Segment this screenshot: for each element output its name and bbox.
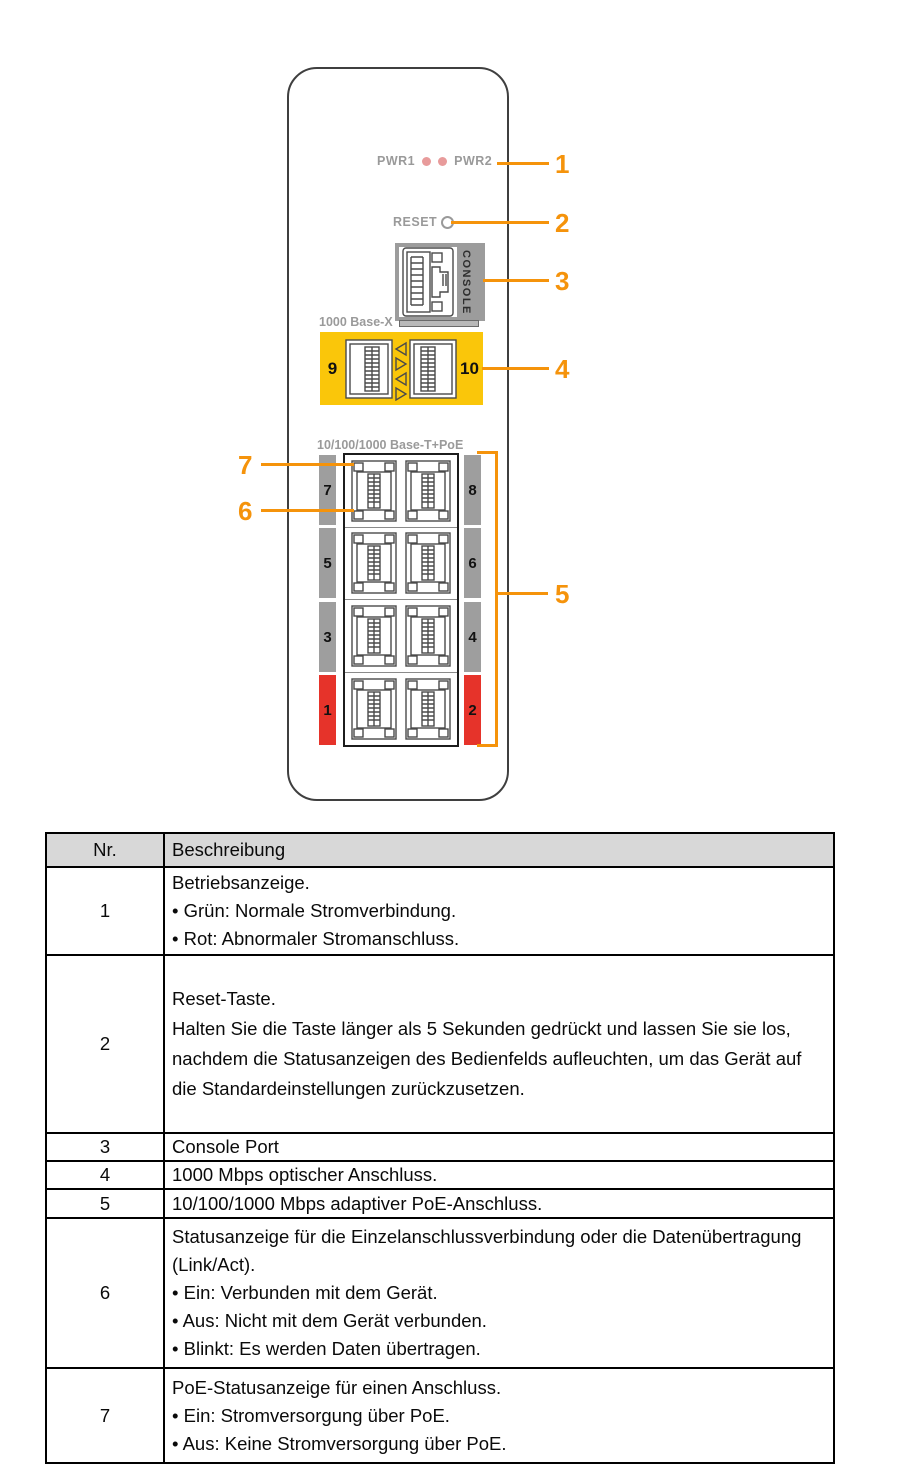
callout-line-6 [261, 509, 354, 512]
row-description: PoE-Statusanzeige für einen Anschluss. •… [163, 1367, 835, 1464]
row-number: 2 [45, 954, 165, 1134]
row-number: 7 [45, 1367, 165, 1464]
port-number-tab: 1 [319, 675, 336, 745]
rj45-port-icon [405, 678, 451, 740]
callout-bracket-5-side [495, 451, 498, 747]
reset-row: RESET [393, 215, 455, 229]
row-number: 4 [45, 1160, 165, 1190]
table-row: 7 PoE-Statusanzeige für einen Anschluss.… [45, 1367, 835, 1464]
desc-line: PoE-Statusanzeige für einen Anschluss. [172, 1376, 502, 1398]
rj45-port-icon [351, 678, 397, 740]
callout-line-3 [483, 279, 549, 282]
row-description: Statusanzeige für die Einzelanschlussver… [163, 1217, 835, 1369]
pwr1-led-icon [422, 156, 432, 166]
port-row [345, 673, 457, 746]
rj45-port-icon [405, 532, 451, 594]
port-number-tab: 5 [319, 528, 336, 598]
callout-number-1: 1 [555, 149, 570, 179]
sfp-cage-top-edge [399, 320, 479, 327]
pwr2-label: PWR2 [454, 154, 493, 168]
console-label: CONSOLE [460, 249, 472, 315]
callout-number-7: 7 [238, 450, 253, 480]
pwr1-label: PWR1 [377, 154, 416, 168]
desc-line: Console Port [172, 1136, 279, 1157]
rj45-port-icon [351, 460, 397, 522]
poe-section-label: 10/100/1000 Base-T+PoE [317, 438, 464, 452]
rj45-port-icon [351, 605, 397, 667]
port-row [345, 528, 457, 600]
power-led-row: PWR1 PWR2 [377, 154, 492, 168]
table-row: 4 1000 Mbps optischer Anschluss. [45, 1160, 835, 1190]
rj45-port-icon [405, 605, 451, 667]
port-number-tab: 2 [464, 675, 481, 745]
desc-line: • Ein: Stromversorgung über PoE. [172, 1404, 450, 1426]
callout-number-3: 3 [555, 266, 570, 296]
row-description: 1000 Mbps optischer Anschluss. [163, 1160, 835, 1190]
callout-number-4: 4 [555, 354, 570, 384]
desc-line: 1000 Mbps optischer Anschluss. [172, 1164, 438, 1185]
port-row [345, 600, 457, 673]
callout-line-1 [497, 162, 549, 165]
callout-bracket-5-bottom [477, 744, 498, 747]
table-row: 6 Statusanzeige für die Einzelanschlussv… [45, 1217, 835, 1369]
switch-front-panel: PWR1 PWR2 RESET CONSOLE 1000 Base-X 9 10… [287, 67, 509, 801]
desc-line: • Aus: Nicht mit dem Gerät verbunden. [172, 1310, 487, 1331]
table-header-row: Nr. Beschreibung [45, 832, 835, 868]
header-nr: Nr. [45, 832, 165, 868]
callout-line-2 [451, 221, 549, 224]
callout-line-4 [482, 367, 549, 370]
row-number: 5 [45, 1188, 165, 1219]
port-number-tab: 7 [319, 455, 336, 525]
desc-line: 10/100/1000 Mbps adaptiver PoE-Anschluss… [172, 1192, 543, 1214]
console-port: CONSOLE [395, 243, 485, 321]
port-number-tab: 8 [464, 455, 481, 525]
desc-line: Halten Sie die Taste länger als 5 Sekund… [172, 1018, 802, 1099]
port-number-tab: 3 [319, 602, 336, 672]
table-row: 2 Reset-Taste. Halten Sie die Taste läng… [45, 954, 835, 1134]
reset-label: RESET [393, 215, 438, 229]
rj45-port-icon [351, 532, 397, 594]
callout-bracket-5-top [477, 451, 498, 454]
description-table: Nr. Beschreibung 1 Betriebsanzeige. • Gr… [45, 832, 835, 1464]
sfp-port-number: 10 [460, 358, 479, 378]
sfp-cages-icon [345, 337, 457, 401]
callout-number-2: 2 [555, 208, 570, 238]
desc-line: • Blinkt: Es werden Daten übertragen. [172, 1338, 481, 1359]
callout-line-7 [261, 463, 354, 466]
port-number-tab: 4 [464, 602, 481, 672]
table-row: 3 Console Port [45, 1132, 835, 1162]
port-row [345, 455, 457, 528]
row-number: 3 [45, 1132, 165, 1162]
sfp-section-label: 1000 Base-X [319, 315, 393, 329]
desc-line: • Grün: Normale Stromverbindung. [172, 900, 457, 921]
pwr2-led-icon [438, 156, 448, 166]
row-description: Betriebsanzeige. • Grün: Normale Stromve… [163, 866, 835, 956]
row-number: 6 [45, 1217, 165, 1369]
callout-line-5 [498, 592, 548, 595]
desc-line: • Rot: Abnormaler Stromanschluss. [172, 928, 460, 949]
rj45-port-icon [405, 460, 451, 522]
poe-port-block [343, 453, 459, 747]
desc-line: • Aus: Keine Stromversorgung über PoE. [172, 1432, 507, 1454]
desc-line: Reset-Taste. [172, 988, 276, 1009]
callout-number-5: 5 [555, 579, 570, 609]
desc-line: Betriebsanzeige. [172, 872, 310, 893]
row-description: Console Port [163, 1132, 835, 1162]
row-number: 1 [45, 866, 165, 956]
callout-number-6: 6 [238, 496, 253, 526]
sfp-port-group: 9 10 [320, 332, 483, 405]
table-row: 5 10/100/1000 Mbps adaptiver PoE-Anschlu… [45, 1188, 835, 1219]
sfp-port-number: 9 [327, 358, 338, 378]
console-rj45-icon [399, 247, 457, 317]
row-description: Reset-Taste. Halten Sie die Taste länger… [163, 954, 835, 1134]
table-row: 1 Betriebsanzeige. • Grün: Normale Strom… [45, 866, 835, 956]
row-description: 10/100/1000 Mbps adaptiver PoE-Anschluss… [163, 1188, 835, 1219]
header-desc: Beschreibung [163, 832, 835, 868]
port-number-tab: 6 [464, 528, 481, 598]
desc-line: • Ein: Verbunden mit dem Gerät. [172, 1282, 438, 1303]
desc-line: Statusanzeige für die Einzelanschlussver… [172, 1226, 802, 1275]
